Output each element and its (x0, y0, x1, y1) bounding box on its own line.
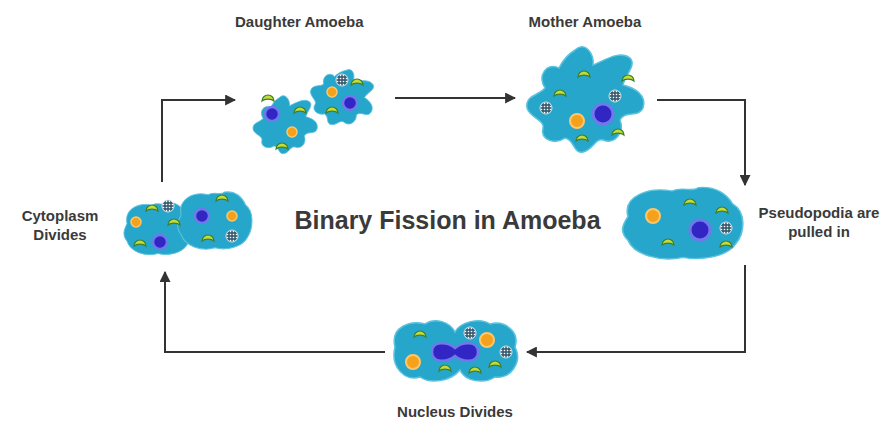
cycle-arrow (527, 265, 745, 352)
stage-node: Mother Amoeba (515, 6, 657, 166)
stage-label: Daughter Amoeba (235, 12, 390, 31)
stage-label: Mother Amoeba (515, 12, 655, 31)
stage-node: Pseudopodia are pulled in (620, 185, 885, 265)
stage-node: Cytoplasm Divides (10, 182, 255, 272)
cycle-arrow (162, 100, 235, 182)
cycle-arrow (395, 97, 515, 99)
diagram-title: Binary Fission in Amoeba (0, 205, 895, 235)
cycle-arrow (657, 100, 745, 185)
stage-label: Nucleus Divides (385, 402, 525, 421)
cycle-arrow (165, 272, 385, 352)
stage-node: Daughter Amoeba (235, 6, 395, 176)
stage-label: Pseudopodia are pulled in (758, 203, 880, 241)
stage-label: Cytoplasm Divides (10, 206, 110, 244)
stage-node: Nucleus Divides (385, 318, 527, 430)
